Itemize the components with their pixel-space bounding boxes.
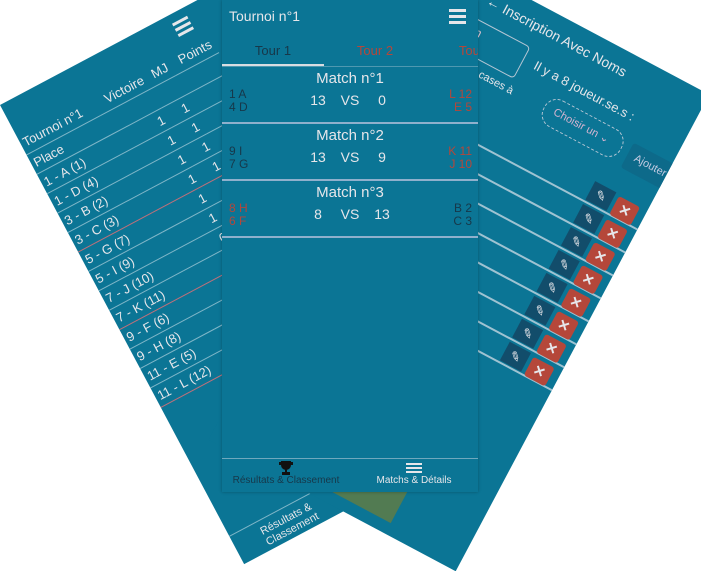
nav-matches[interactable]: Matchs & Détails xyxy=(350,459,478,492)
player: 8 H xyxy=(229,201,248,215)
player: 4 D xyxy=(229,100,248,114)
add-button[interactable]: Ajouter xyxy=(620,142,687,196)
nav-results[interactable]: Résultats & Classement xyxy=(222,459,350,492)
chevron-down-icon: ⌄ xyxy=(597,130,612,146)
trophy-icon xyxy=(279,461,293,475)
player: L 12 xyxy=(449,87,472,101)
score-right: 0 xyxy=(378,92,386,108)
player: 6 F xyxy=(229,214,247,228)
matches-screen: Tournoi n°1 Tour 1 Tour 2 Tour 3 Match n… xyxy=(222,0,478,492)
tab-tour-1[interactable]: Tour 1 xyxy=(222,34,324,66)
player: J 10 xyxy=(449,157,472,171)
score-left: 8 xyxy=(314,206,322,222)
nav-matches-label: Matchs & Détails xyxy=(376,475,452,486)
player: 1 A xyxy=(229,87,247,101)
tab-tour-2[interactable]: Tour 2 xyxy=(356,43,394,58)
score-right: 9 xyxy=(378,149,386,165)
tab-tour-3[interactable]: Tour 3 xyxy=(458,43,478,58)
menu-icon[interactable] xyxy=(171,13,196,40)
match-title: Match n°1 xyxy=(316,70,384,87)
screen-title: Tournoi n°1 xyxy=(229,8,300,24)
nav-results-label: Résultats & Classement xyxy=(232,475,340,486)
score-right: 13 xyxy=(374,206,390,222)
player: K 11 xyxy=(448,144,472,158)
player: 7 G xyxy=(229,157,249,171)
nav-results-label: Résultats & Classement xyxy=(258,500,321,549)
player: C 3 xyxy=(453,214,472,228)
player: B 2 xyxy=(453,201,472,215)
menu-icon[interactable] xyxy=(449,6,466,27)
vs-label: VS xyxy=(340,149,360,165)
player: 9 I xyxy=(229,144,243,158)
vs-label: VS xyxy=(340,206,360,222)
round-tabs: Tour 1 Tour 2 Tour 3 xyxy=(222,34,478,67)
score-left: 13 xyxy=(310,92,326,108)
select-value: Choisir un xyxy=(551,106,601,141)
player: E 5 xyxy=(453,100,472,114)
vs-label: VS xyxy=(340,92,360,108)
delete-icon[interactable]: ✕ xyxy=(523,356,555,387)
list-icon xyxy=(406,463,422,473)
bottom-nav: Résultats & Classement Matchs & Détails xyxy=(222,458,478,492)
app-header: Tournoi n°1 xyxy=(222,0,478,32)
match-title: Match n°3 xyxy=(316,184,384,201)
score-left: 13 xyxy=(310,149,326,165)
match-title: Match n°2 xyxy=(316,127,384,144)
